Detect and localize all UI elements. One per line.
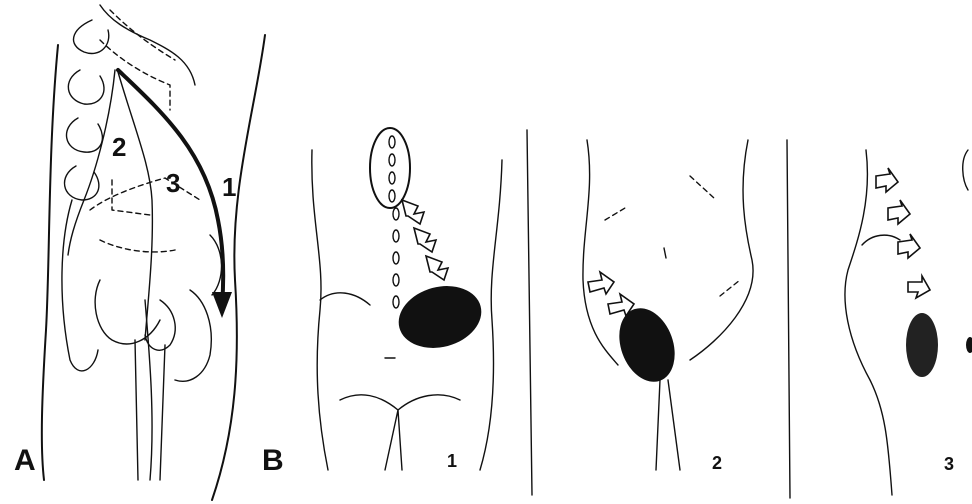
divider-1	[527, 130, 532, 495]
body-outline-left	[42, 45, 58, 480]
body-outline-right	[212, 35, 265, 500]
panel-a-label: A	[14, 444, 36, 477]
nerve-path-2	[68, 70, 115, 255]
spine-dots	[370, 128, 410, 308]
panel-b1: 1 B	[262, 128, 502, 477]
sub-label-1: 1	[447, 451, 457, 471]
femur	[135, 300, 165, 480]
referral-arrows-b2	[588, 272, 634, 316]
divider-2	[787, 140, 790, 498]
panel-b3: 3	[845, 150, 972, 495]
nerve-path-3	[118, 72, 152, 340]
panel-a: 1 2 3 A	[14, 5, 265, 500]
pain-area	[392, 277, 489, 357]
path-label-1: 1	[222, 172, 236, 202]
panel-b-label: B	[262, 444, 284, 477]
referral-arrows-b3	[876, 168, 930, 298]
path-label-3: 3	[166, 168, 180, 198]
pelvis	[62, 178, 222, 381]
arrowhead-1	[212, 292, 232, 318]
referral-arrows	[402, 200, 448, 280]
panel-b2: 2	[583, 140, 753, 473]
pain-area-b3	[906, 313, 938, 377]
path-label-2: 2	[112, 132, 126, 162]
sub-label-2: 2	[712, 453, 722, 473]
sub-label-3: 3	[944, 454, 954, 474]
pain-area-b2	[610, 300, 685, 389]
